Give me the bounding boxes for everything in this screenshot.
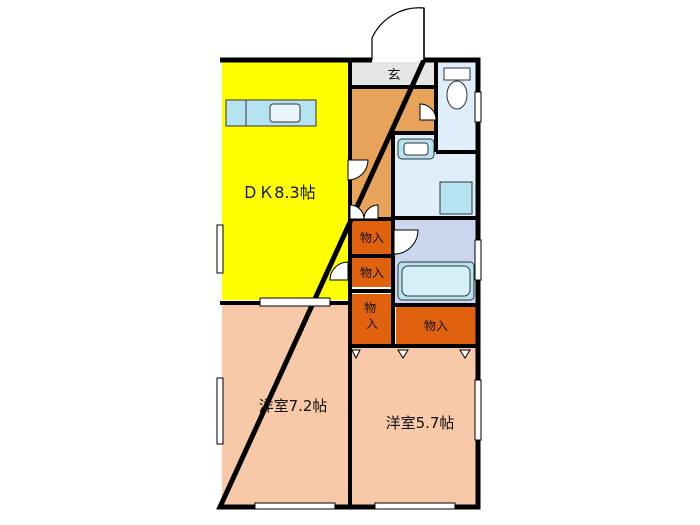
- western-room-2: [352, 348, 476, 505]
- washing-machine-pan: [439, 181, 473, 215]
- interior-walls: [220, 60, 478, 507]
- interior-doors: [329, 103, 471, 360]
- dk-label: ＤＫ8.3帖: [242, 183, 315, 202]
- western2-label: 洋室5.7帖: [386, 414, 455, 432]
- storage-3: [352, 294, 392, 344]
- storage-2: [352, 257, 392, 287]
- windows: [216, 91, 482, 510]
- western1-label: 洋室7.2帖: [259, 397, 328, 415]
- washbasin-icon: [397, 138, 435, 160]
- entrance-door[interactable]: [371, 7, 425, 60]
- entrance-label: 玄: [387, 68, 400, 83]
- bathtub-icon: [397, 261, 475, 301]
- storage-1: [352, 220, 392, 254]
- storage4-label: 物入: [424, 319, 448, 333]
- storage-4: [396, 307, 476, 344]
- western-room-1: [222, 305, 348, 505]
- toilet-icon: [443, 67, 471, 110]
- exterior-walls: [216, 57, 481, 510]
- storage1-label: 物入: [360, 231, 384, 245]
- kitchen-counter: [225, 99, 317, 127]
- storage3-label: 物 入: [364, 301, 380, 331]
- storage2-label: 物入: [360, 266, 384, 280]
